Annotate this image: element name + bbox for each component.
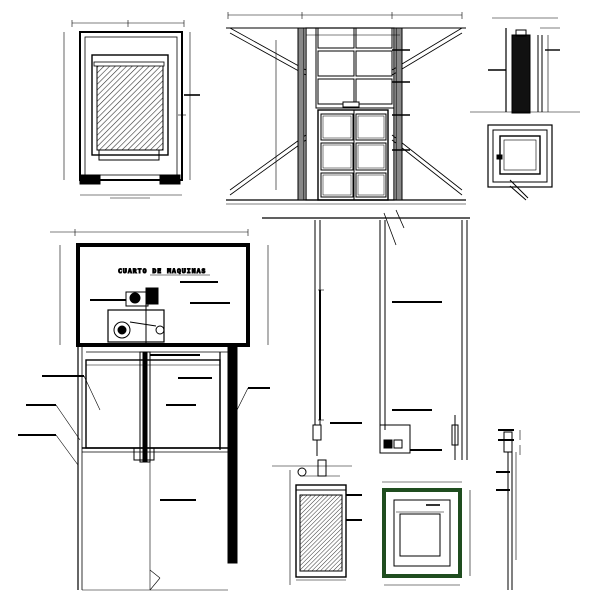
hoistway-section (262, 209, 470, 460)
car-plan-view (63, 20, 200, 199)
door-elevation (226, 12, 466, 205)
car-elevation-small (272, 459, 362, 585)
machine-room-label: CUARTO DE MAQUINAS (118, 267, 206, 275)
top-right-detail (470, 17, 580, 201)
rail-detail (496, 429, 521, 590)
machine-room-section: CUARTO DE MAQUINAS (18, 229, 270, 591)
car-plan-green (382, 481, 471, 586)
